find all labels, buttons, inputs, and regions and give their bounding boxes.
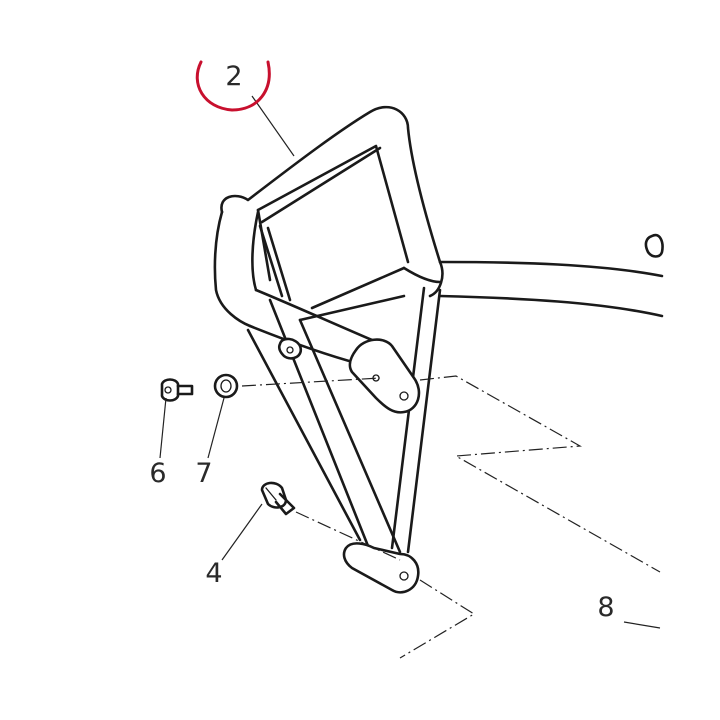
leader-lines: [159, 95, 661, 629]
upper-mounting-bracket[interactable]: [348, 338, 421, 414]
callout-2: 2: [225, 61, 242, 92]
callout-6: 6: [149, 458, 166, 489]
callout-4: 4: [205, 558, 222, 589]
callout-7: 7: [195, 458, 212, 489]
shoulder-bolt-part-4[interactable]: [260, 481, 296, 516]
washer-part-7[interactable]: [213, 373, 239, 399]
crossbar-right: [438, 233, 664, 318]
highlight-ring: [195, 60, 271, 112]
crash-bar-frame[interactable]: [213, 105, 444, 558]
callout-8: 8: [597, 592, 614, 623]
assembly-center-lines: [241, 375, 661, 659]
bolt-part-6[interactable]: [160, 378, 194, 402]
